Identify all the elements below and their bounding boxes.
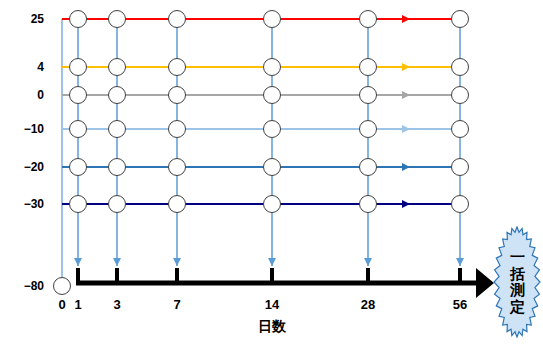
sample-circle — [109, 87, 126, 104]
sample-circle — [360, 11, 377, 28]
sample-circle — [169, 11, 186, 28]
sample-circle — [452, 87, 469, 104]
sample-circle — [169, 121, 186, 138]
axis-line — [61, 19, 62, 277]
sample-circle — [169, 159, 186, 176]
temperature-label: −30 — [24, 198, 44, 210]
sample-circle — [109, 121, 126, 138]
sample-circle — [109, 59, 126, 76]
big-arrowhead — [476, 268, 494, 298]
day-label: 1 — [74, 298, 81, 311]
sample-circle — [169, 59, 186, 76]
starburst-outline — [494, 227, 540, 337]
sample-circle — [169, 87, 186, 104]
sample-circle — [452, 196, 469, 213]
sample-circle — [360, 87, 377, 104]
sample-circle — [452, 11, 469, 28]
sample-circle — [360, 196, 377, 213]
temperature-label: −80 — [24, 280, 44, 292]
temperature-label: 4 — [37, 61, 44, 73]
temperature-label: 25 — [31, 13, 44, 25]
sample-circle — [264, 59, 281, 76]
sample-circle — [360, 121, 377, 138]
sample-arrow — [77, 19, 79, 266]
sample-circle — [360, 59, 377, 76]
sample-circle — [264, 159, 281, 176]
day-label: 3 — [113, 298, 120, 311]
sample-arrow — [459, 19, 461, 266]
sample-circle — [169, 196, 186, 213]
sample-circle — [70, 159, 87, 176]
day-label: 7 — [173, 298, 180, 311]
axis-title: 日数 — [258, 319, 286, 333]
temperature-label: 0 — [37, 89, 44, 101]
badge-text: 一括測定 — [510, 249, 525, 315]
sample-circle — [109, 196, 126, 213]
day-label: 56 — [453, 298, 467, 311]
day-label: 0 — [58, 298, 65, 311]
starburst-badge: 一括測定 — [493, 226, 541, 338]
sample-circle — [264, 196, 281, 213]
sample-circle — [452, 121, 469, 138]
sample-circle — [109, 11, 126, 28]
sample-arrow — [271, 19, 273, 266]
sample-arrow — [367, 19, 369, 266]
sample-arrow — [116, 19, 118, 266]
sample-circle — [70, 87, 87, 104]
sample-circle — [264, 87, 281, 104]
sample-circle — [452, 59, 469, 76]
temperature-label: −20 — [24, 161, 44, 173]
sample-circle — [452, 159, 469, 176]
sample-circle — [360, 159, 377, 176]
sample-circle — [70, 196, 87, 213]
sample-arrow — [176, 19, 178, 266]
sample-circle — [54, 278, 71, 295]
sample-circle — [264, 11, 281, 28]
collection-line — [76, 281, 478, 286]
day-label: 28 — [361, 298, 375, 311]
sample-circle — [70, 121, 87, 138]
temperature-label: −10 — [24, 123, 44, 135]
sample-circle — [70, 59, 87, 76]
day-label: 14 — [265, 298, 279, 311]
sample-circle — [264, 121, 281, 138]
sample-circle — [70, 11, 87, 28]
sample-circle — [109, 159, 126, 176]
